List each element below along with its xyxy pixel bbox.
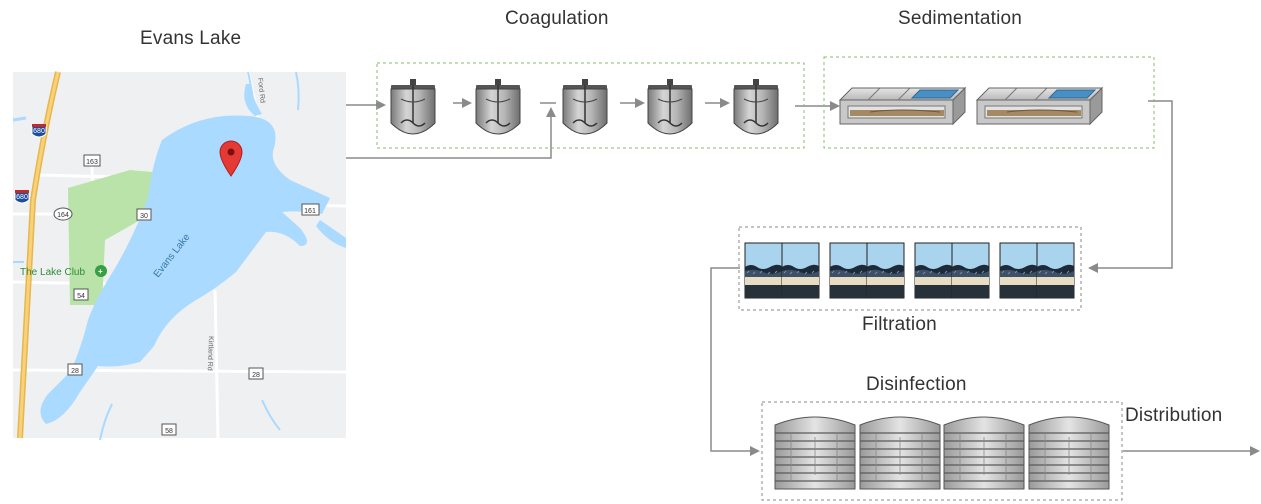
filter-bed-icon bbox=[951, 242, 990, 299]
route-shield-163: 163 bbox=[83, 154, 101, 167]
filter-bed-icon bbox=[914, 242, 953, 299]
arrow-icon bbox=[710, 267, 760, 456]
svg-text:28: 28 bbox=[252, 372, 260, 379]
route-shield-164: 164 bbox=[53, 207, 73, 221]
filter-bed-icon bbox=[744, 242, 783, 299]
svg-text:58: 58 bbox=[165, 428, 173, 435]
sedimentation-label: Sedimentation bbox=[898, 8, 1023, 29]
sedimentation-basin-icon bbox=[839, 87, 966, 125]
poi-icon bbox=[95, 265, 107, 277]
svg-text:+: + bbox=[98, 267, 103, 276]
interstate-shield-680: 680 bbox=[31, 124, 47, 138]
storage-tank-icon bbox=[943, 416, 1025, 490]
storage-tank-icon bbox=[1028, 416, 1110, 490]
svg-text:680: 680 bbox=[16, 194, 28, 201]
filter-bed-icon bbox=[866, 242, 905, 299]
svg-text:163: 163 bbox=[86, 159, 98, 166]
disinfection-label: Disinfection bbox=[866, 374, 967, 395]
arrow-icon bbox=[1088, 100, 1173, 273]
sedimentation-group bbox=[823, 56, 1155, 149]
svg-text:161: 161 bbox=[304, 208, 316, 215]
distribution-label: Distribution bbox=[1125, 405, 1223, 426]
lake-map: Evans Lake The Lake Club + Ford Rd Kirtl… bbox=[12, 71, 347, 441]
filter-bed-icon bbox=[1036, 242, 1075, 299]
flow-arrows bbox=[346, 98, 1260, 456]
mixing-tank-icon bbox=[475, 78, 521, 135]
filter-bed-icon bbox=[781, 242, 820, 299]
storage-tanks bbox=[774, 416, 1110, 490]
mixing-tank-icon bbox=[733, 78, 779, 135]
poi-label: The Lake Club bbox=[20, 267, 85, 278]
arrow-icon bbox=[346, 107, 556, 159]
filter-beds bbox=[744, 242, 1075, 299]
disinfection-group bbox=[761, 401, 1123, 501]
mixing-tank-icon bbox=[647, 78, 693, 135]
coagulation-label: Coagulation bbox=[505, 8, 609, 29]
mixing-tank-icon bbox=[562, 78, 608, 135]
sedimentation-basin-icon bbox=[976, 87, 1103, 125]
storage-tank-icon bbox=[859, 416, 941, 490]
route-shield-28: 28 bbox=[248, 367, 264, 380]
svg-text:54: 54 bbox=[77, 293, 85, 300]
route-shield-58: 58 bbox=[161, 423, 177, 436]
storage-tank-icon bbox=[774, 416, 856, 490]
filtration-label: Filtration bbox=[862, 314, 937, 335]
route-shield-28: 28 bbox=[67, 363, 83, 376]
map-pin-icon[interactable] bbox=[219, 140, 243, 177]
route-shield-161: 161 bbox=[301, 203, 320, 216]
park-area bbox=[68, 170, 158, 305]
svg-text:164: 164 bbox=[57, 212, 69, 219]
road-name-1: Ford Rd bbox=[256, 77, 266, 103]
route-shield-54: 54 bbox=[73, 288, 89, 301]
svg-text:28: 28 bbox=[71, 368, 79, 375]
filter-bed-icon bbox=[829, 242, 868, 299]
filter-bed-icon bbox=[999, 242, 1038, 299]
route-shield-30: 30 bbox=[136, 208, 152, 221]
lake-shape bbox=[40, 115, 330, 424]
road-name-2: Kirtland Rd bbox=[206, 336, 214, 371]
map-title: Evans Lake bbox=[140, 28, 242, 49]
interstate-shield-680: 680 bbox=[14, 190, 30, 204]
coagulation-group bbox=[376, 62, 805, 149]
filtration-group bbox=[738, 226, 1082, 311]
mixing-tank-icon bbox=[390, 78, 436, 135]
mixing-tanks bbox=[390, 78, 779, 135]
svg-text:680: 680 bbox=[33, 128, 45, 135]
svg-text:30: 30 bbox=[140, 213, 148, 220]
